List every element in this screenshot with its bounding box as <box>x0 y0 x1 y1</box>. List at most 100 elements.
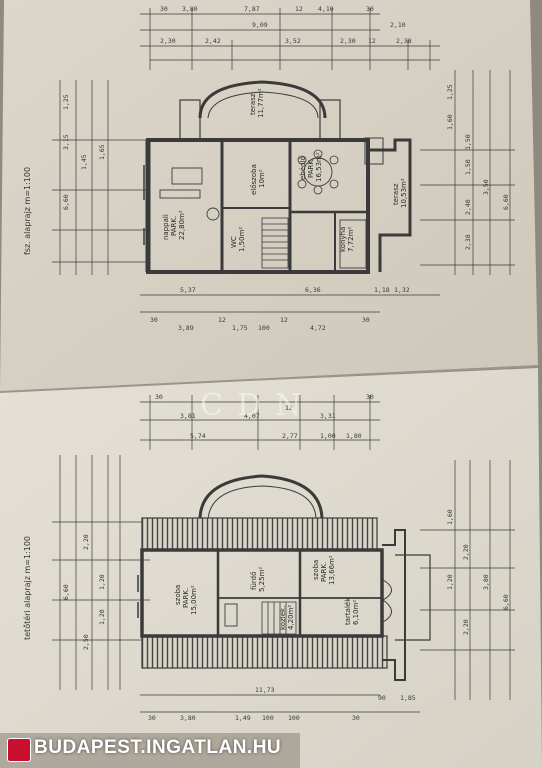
ground-floor-dimensions-right: 1,25 1,60 1,50 3,50 2,40 2,38 6,60 1,50 <box>446 84 510 250</box>
svg-text:7,72m²: 7,72m² <box>347 227 355 252</box>
svg-text:1,25: 1,25 <box>62 94 70 110</box>
svg-text:11,73: 11,73 <box>255 686 275 694</box>
svg-text:6,10m²: 6,10m² <box>352 600 360 625</box>
svg-text:30: 30 <box>150 316 158 324</box>
svg-text:15,00m²: 15,00m² <box>190 585 198 615</box>
svg-text:szoba: szoba <box>174 585 182 605</box>
svg-text:22,80m²: 22,80m² <box>178 210 186 240</box>
svg-text:30: 30 <box>148 714 156 722</box>
svg-text:4,72: 4,72 <box>310 324 326 332</box>
lower-sheet <box>0 368 542 768</box>
svg-text:3,50: 3,50 <box>482 179 490 195</box>
svg-text:2,50: 2,50 <box>82 634 90 650</box>
svg-text:3,52: 3,52 <box>285 37 301 45</box>
svg-text:7,87: 7,87 <box>244 5 260 13</box>
svg-text:30: 30 <box>352 714 360 722</box>
svg-text:2,30: 2,30 <box>160 37 176 45</box>
svg-text:4,10: 4,10 <box>318 5 334 13</box>
svg-text:2,30: 2,30 <box>340 37 356 45</box>
svg-text:3,89: 3,89 <box>178 324 194 332</box>
svg-text:12: 12 <box>368 37 376 45</box>
svg-text:30: 30 <box>366 5 374 13</box>
svg-text:6,60: 6,60 <box>62 584 70 600</box>
svg-text:1,50m²: 1,50m² <box>238 227 246 252</box>
svg-text:13,66m²: 13,66m² <box>328 555 336 585</box>
svg-text:12: 12 <box>218 316 226 324</box>
svg-text:1,25: 1,25 <box>446 84 454 100</box>
site-watermark: BUDAPEST.INGATLAN.HU <box>34 737 282 758</box>
svg-text:5,25m²: 5,25m² <box>258 567 266 592</box>
svg-text:10m²: 10m² <box>258 169 266 188</box>
ground-floor-dimensions-left: 1,25 3,15 6,60 1,45 1,65 <box>62 94 106 210</box>
upper-sheet <box>0 0 538 392</box>
svg-text:WC: WC <box>230 236 238 248</box>
svg-text:5,37: 5,37 <box>180 286 196 294</box>
svg-text:PARK.: PARK. <box>170 216 178 236</box>
svg-text:2,20: 2,20 <box>462 619 470 635</box>
attic-dimensions-left: 1,20 1,20 2,50 6,60 2,20 <box>62 534 106 650</box>
svg-text:5,74: 5,74 <box>190 432 206 440</box>
svg-text:1,65: 1,65 <box>98 144 106 160</box>
svg-text:30: 30 <box>366 393 374 401</box>
svg-text:3,80: 3,80 <box>482 574 490 590</box>
svg-text:1,49: 1,49 <box>235 714 251 722</box>
svg-text:1,18: 1,18 <box>374 286 390 294</box>
svg-text:2,42: 2,42 <box>205 37 221 45</box>
svg-text:3,80: 3,80 <box>182 5 198 13</box>
sheet-fold <box>0 365 539 393</box>
svg-text:30: 30 <box>160 5 168 13</box>
svg-text:1,20: 1,20 <box>98 609 106 625</box>
house-logo-icon <box>7 738 31 762</box>
svg-text:3,15: 3,15 <box>62 134 70 150</box>
svg-text:90: 90 <box>378 694 386 702</box>
svg-text:terasz: terasz <box>249 93 257 115</box>
attic-dimensions-bottom: 11,73 30 3,80 1,49 100 100 30 90 1,85 <box>140 686 420 722</box>
attic-dimensions-top: 30 3,81 4,07 12 3,31 30 5,74 2,77 1,00 1… <box>155 393 374 440</box>
svg-text:PARK.: PARK. <box>182 588 190 608</box>
svg-text:PARK.: PARK. <box>320 562 328 582</box>
svg-text:30: 30 <box>362 316 370 324</box>
svg-text:fürdő: fürdő <box>249 572 258 590</box>
attic-floor-title: tetőtéri alaprajz m=1:100 <box>22 536 32 640</box>
svg-text:6,60: 6,60 <box>502 594 510 610</box>
svg-text:terasz: terasz <box>392 183 400 205</box>
svg-text:1,60: 1,60 <box>446 114 454 130</box>
svg-text:100: 100 <box>288 714 300 722</box>
svg-text:2,38: 2,38 <box>396 37 412 45</box>
ground-floor-plan <box>52 8 515 275</box>
svg-text:konyha: konyha <box>339 227 347 252</box>
attic-rooms: szoba PARK. 15,00m² szoba PARK. 13,66m² … <box>174 555 360 630</box>
svg-text:16,53m²: 16,53m² <box>315 152 323 182</box>
svg-text:tartalék: tartalék <box>344 597 352 625</box>
svg-text:100: 100 <box>262 714 274 722</box>
ground-floor-title: fsz. alaprajz m=1:100 <box>23 167 32 255</box>
svg-text:PARK.: PARK. <box>307 158 315 178</box>
svg-text:3,80: 3,80 <box>180 714 196 722</box>
svg-text:nappali: nappali <box>162 214 170 240</box>
attic-dimensions-right: 1,60 2,20 1,20 3,80 2,20 6,60 <box>446 509 510 635</box>
svg-text:1,45: 1,45 <box>80 154 88 170</box>
svg-text:1,20: 1,20 <box>446 574 454 590</box>
svg-text:1,60: 1,60 <box>446 509 454 525</box>
svg-text:3,31: 3,31 <box>320 412 336 420</box>
svg-text:2,10: 2,10 <box>390 21 406 29</box>
svg-text:100: 100 <box>258 324 270 332</box>
cdn-watermark: CDN <box>200 388 316 423</box>
svg-text:közlek.: közlek. <box>279 606 287 630</box>
attic-floor-plan <box>52 395 515 700</box>
svg-text:4,20m²: 4,20m² <box>287 605 295 630</box>
ground-floor-dimensions-bottom: 5,37 6,36 1,18 1,32 30 3,89 12 1,75 100 … <box>140 286 440 332</box>
svg-text:12: 12 <box>280 316 288 324</box>
svg-text:1,75: 1,75 <box>232 324 248 332</box>
ground-floor-dimensions-top: 30 3,80 7,87 12 4,10 30 9,09 2,10 2,30 2… <box>160 5 412 45</box>
svg-text:1,20: 1,20 <box>98 574 106 590</box>
svg-text:2,77: 2,77 <box>282 432 298 440</box>
svg-text:10,53m²: 10,53m² <box>400 178 408 208</box>
svg-text:szoba: szoba <box>312 560 320 580</box>
svg-text:2,20: 2,20 <box>82 534 90 550</box>
svg-text:12: 12 <box>285 404 293 412</box>
svg-text:6,60: 6,60 <box>62 194 70 210</box>
svg-text:4,07: 4,07 <box>244 412 260 420</box>
